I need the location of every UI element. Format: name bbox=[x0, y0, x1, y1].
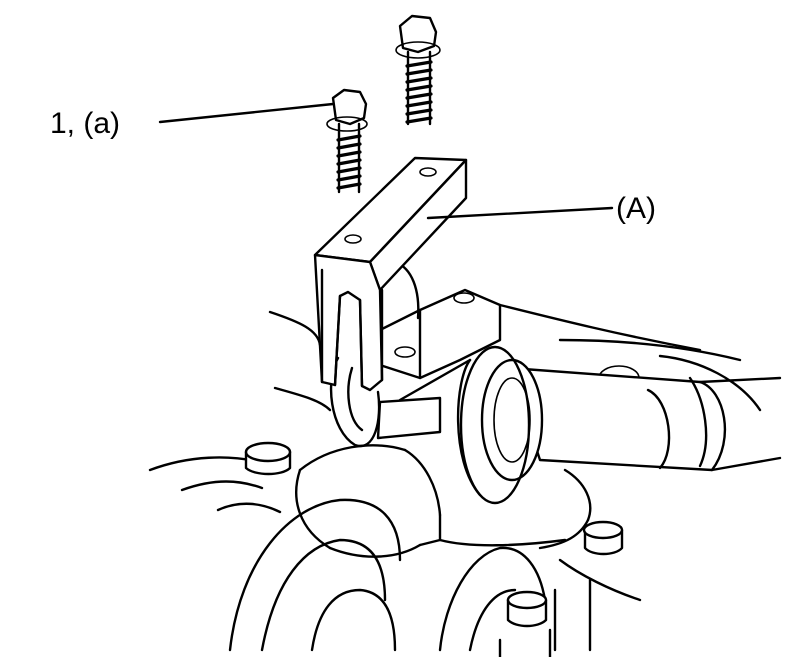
special-tool bbox=[313, 156, 468, 392]
camshaft bbox=[456, 345, 782, 505]
rocker-arms-front bbox=[228, 441, 642, 657]
cylinder-head bbox=[148, 288, 762, 558]
callout-bolt: 1, (a) bbox=[50, 107, 120, 140]
tool-hole-icon bbox=[344, 234, 362, 244]
bolt-right bbox=[395, 14, 441, 126]
leader-line-bolt bbox=[158, 102, 335, 124]
callout-tool: (A) bbox=[616, 192, 656, 225]
bolt-left bbox=[326, 88, 368, 194]
leader-line-tool bbox=[426, 206, 614, 220]
tool-hole-icon bbox=[419, 167, 437, 177]
